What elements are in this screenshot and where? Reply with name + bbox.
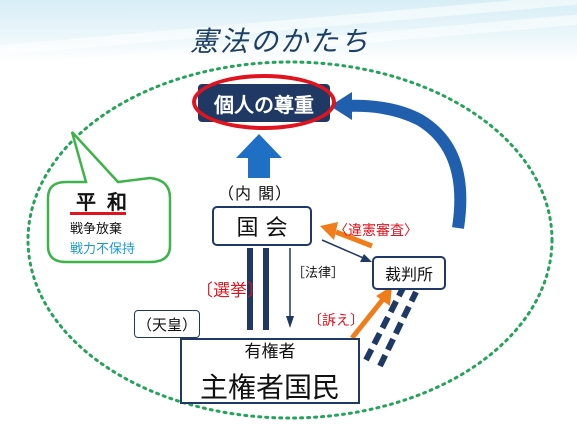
emperor-label: （天皇） [136, 315, 197, 334]
voter-label: 有権者 [244, 341, 296, 362]
law-label: ［法律］ [292, 266, 345, 281]
page-title: 憲法のかたち [190, 25, 371, 58]
people-to-court-dash-2 [377, 290, 419, 368]
constitution-ellipse [26, 60, 554, 420]
people-to-court-dash-1 [363, 284, 407, 362]
court-to-respect-arrowhead [330, 92, 352, 120]
peace-bubble [46, 131, 172, 264]
diet-to-respect-arrowhead [236, 134, 282, 158]
diet-to-court-head [360, 254, 372, 262]
judicial-review-arrowhead [320, 222, 338, 240]
emperor-box: （天皇） [134, 310, 200, 338]
diet-label: 国 会 [236, 216, 288, 241]
lawsuit-arrow-line [350, 296, 386, 340]
court-label: 裁判所 [384, 265, 433, 284]
lawsuit-label: 〔訴え〕 [308, 313, 364, 329]
peace-heading: 平 和 [76, 190, 129, 214]
diet-to-court-line [321, 239, 369, 261]
peace-line2: 戦力不保持 [70, 242, 136, 257]
sovereign-people-label: 主権者国民 [199, 370, 340, 404]
diet-box: 国 会 [212, 206, 312, 246]
court-box: 裁判所 [372, 256, 446, 290]
law-arrow-head [286, 316, 294, 328]
election-label: 〔選挙〕 [196, 281, 264, 301]
judicial-review-arrow-line [335, 229, 373, 249]
respect-highlight-ring [192, 74, 336, 130]
court-to-respect-arrow [344, 99, 467, 229]
lawsuit-arrowhead [376, 286, 392, 306]
cabinet-label: （内 閣） [218, 184, 293, 203]
diet-to-respect-shaft [248, 154, 270, 178]
people-box: 有権者 主権者国民 [180, 338, 360, 404]
judicial-review-label: 〈違憲審査〉 [334, 223, 418, 239]
peace-underline [70, 212, 126, 215]
peace-line1: 戦争放棄 [70, 222, 123, 237]
